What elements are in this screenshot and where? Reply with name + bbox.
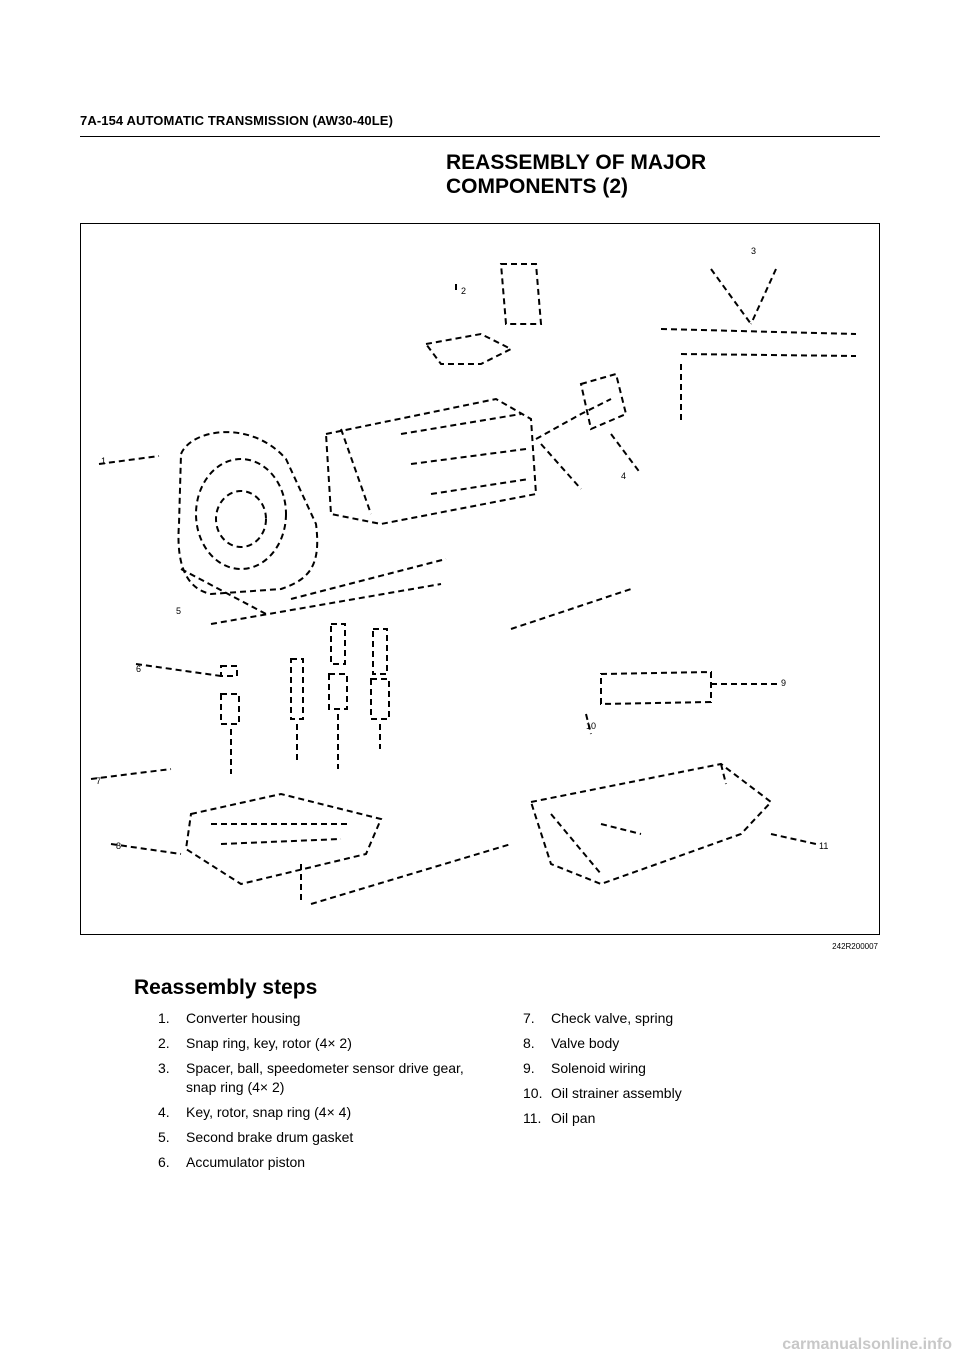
step-number: 10. [523, 1085, 543, 1101]
step-item: 4. Key, rotor, snap ring (4× 4) [158, 1103, 478, 1122]
steps-heading: Reassembly steps [134, 976, 318, 999]
callout-label: 2 [461, 286, 466, 296]
step-number: 7. [523, 1010, 535, 1026]
step-item: 6. Accumulator piston [158, 1153, 478, 1172]
step-item: 7. Check valve, spring [523, 1009, 843, 1028]
step-text: Second brake drum gasket [186, 1129, 354, 1145]
step-item: 11. Oil pan [523, 1109, 843, 1128]
step-number: 4. [158, 1104, 170, 1120]
step-item: 8. Valve body [523, 1034, 843, 1053]
callout-label: 3 [751, 246, 756, 256]
step-text: Converter housing [186, 1010, 301, 1026]
step-text: Valve body [551, 1035, 620, 1051]
step-number: 8. [523, 1035, 535, 1051]
steps-list-right: 7. Check valve, spring 8. Valve body 9. Sol… [523, 1009, 843, 1134]
callout-label: 4 [621, 471, 626, 481]
callout-label: 1 [101, 456, 106, 466]
oil-pan-drawing [529, 762, 817, 886]
step-number: 9. [523, 1060, 535, 1076]
watermark-link[interactable]: carmanualsonline.info [782, 1336, 952, 1353]
steps-list-left: 1. Converter housing 2. Snap ring, key, ro… [158, 1009, 478, 1178]
exploded-diagram: 1 2 3 4 5 6 7 8 9 10 11 [80, 223, 880, 935]
step-number: 5. [158, 1129, 170, 1145]
section-title-line-1: REASSEMBLY OF MAJOR [446, 151, 707, 174]
figure-code: 242R200007 [832, 942, 878, 951]
callout-label: 7 [96, 776, 101, 786]
step-item: 2. Snap ring, key, rotor (4× 2) [158, 1034, 478, 1053]
page-header: 7A-154 AUTOMATIC TRANSMISSION (AW30-40LE… [80, 113, 394, 128]
step-number: 6. [158, 1154, 170, 1170]
step-text: Check valve, spring [551, 1010, 674, 1026]
header-divider [80, 136, 880, 137]
step-number: 11. [523, 1110, 542, 1126]
callout-label: 5 [176, 606, 181, 616]
step-number: 3. [158, 1060, 170, 1076]
step-item: 5. Second brake drum gasket [158, 1128, 478, 1147]
upper-components-drawing [424, 263, 857, 424]
section-title-line-2: COMPONENTS (2) [446, 175, 629, 198]
callout-label: 9 [781, 678, 786, 688]
step-item: 10. Oil strainer assembly [523, 1084, 843, 1103]
section-title: REASSEMBLY OF MAJOR COMPONENTS (2) [446, 151, 866, 199]
step-text: Snap ring, key, rotor (4× 2) [186, 1035, 352, 1051]
step-text: Key, rotor, snap ring (4× 4) [186, 1104, 352, 1120]
oil-strainer-drawing [585, 670, 781, 735]
step-number: 1. [158, 1010, 170, 1026]
step-text: Oil pan [551, 1110, 596, 1126]
accumulator-parts-drawing [135, 558, 632, 774]
callout-label: 10 [586, 721, 596, 731]
callout-label: 6 [136, 664, 141, 674]
step-item: 3. Spacer, ball, speedometer sensor drive… [158, 1059, 478, 1097]
converter-housing-drawing [98, 431, 319, 596]
step-text: Accumulator piston [186, 1154, 306, 1170]
callout-label: 8 [116, 841, 121, 851]
transmission-exploded-illustration: 1 2 3 4 5 6 7 8 9 10 11 [90, 246, 857, 905]
callout-label: 11 [819, 841, 828, 851]
transmission-case-drawing [324, 372, 642, 526]
step-number: 2. [158, 1035, 170, 1051]
valve-body-drawing [90, 768, 512, 905]
step-text: Solenoid wiring [551, 1060, 646, 1076]
step-text: Spacer, ball, speedometer sensor drive g… [186, 1060, 464, 1095]
step-item: 1. Converter housing [158, 1009, 478, 1028]
step-item: 9. Solenoid wiring [523, 1059, 843, 1078]
step-text: Oil strainer assembly [551, 1085, 682, 1101]
